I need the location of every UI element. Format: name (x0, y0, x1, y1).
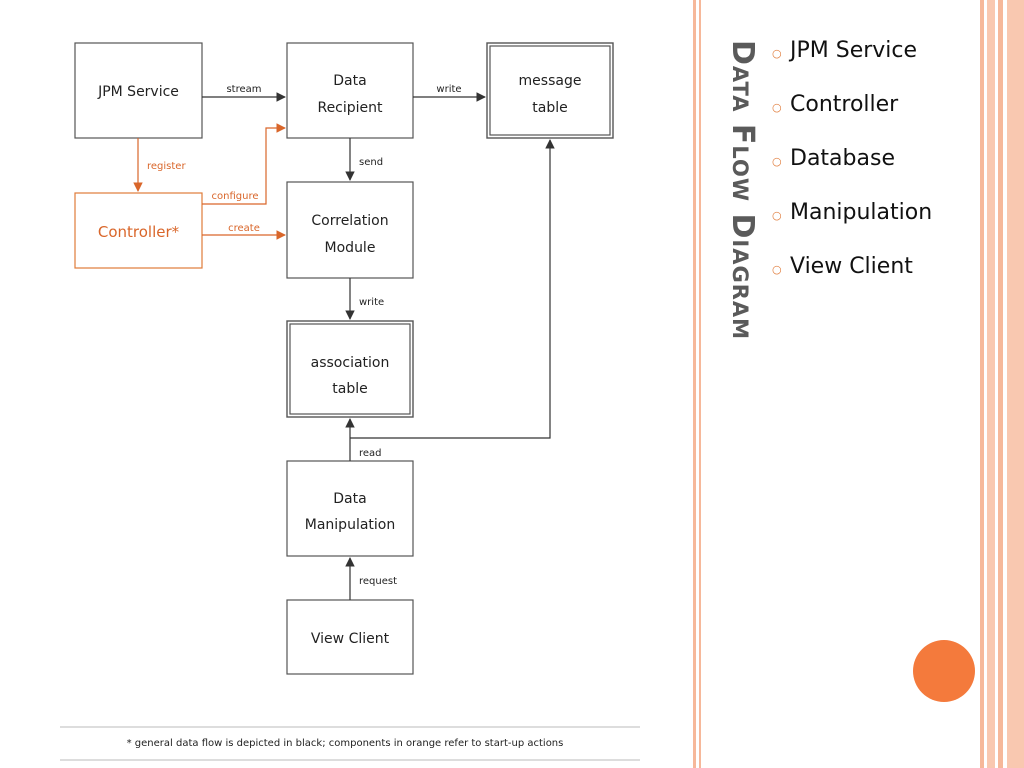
edge-write-message-label: write (436, 84, 461, 95)
edge-configure-label: configure (212, 191, 259, 202)
edge-configure: configure (202, 123, 286, 205)
node-correlation-module-label-line2: Module (325, 240, 376, 256)
node-view-client: View Client (286, 599, 414, 675)
slide-title: Data Flow Diagram (725, 40, 760, 341)
edge-write-association-label: write (359, 297, 384, 308)
circle-bullet-icon: ○ (772, 155, 782, 168)
decor-stripe (693, 0, 696, 768)
decor-stripe (987, 0, 995, 768)
edge-read-label: read (359, 448, 382, 459)
bullet-text: View Client (790, 254, 913, 279)
data-flow-diagram: JPM Service Data Recipient message table… (60, 42, 640, 761)
bullet-item: ○ Manipulation (772, 200, 932, 254)
node-data-manipulation-label-line2: Manipulation (305, 517, 395, 533)
node-data-manipulation: Data Manipulation (286, 460, 414, 557)
edge-read: read (345, 139, 555, 461)
node-data-recipient-label-line2: Recipient (317, 100, 383, 116)
node-message-table-label-line1: message (519, 73, 582, 89)
bullet-list: ○ JPM Service ○ Controller ○ Database ○ … (772, 38, 932, 308)
decor-orange-circle (913, 640, 975, 702)
circle-bullet-icon: ○ (772, 47, 782, 60)
footnote-text: * general data flow is depicted in black… (127, 738, 564, 749)
edge-write-association: write (345, 278, 384, 320)
circle-bullet-icon: ○ (772, 263, 782, 276)
node-association-table-label-line2: table (332, 381, 367, 397)
edge-send: send (345, 138, 383, 181)
bullet-item: ○ Controller (772, 92, 932, 146)
node-data-recipient: Data Recipient (286, 42, 414, 139)
node-jpm-service-label: JPM Service (97, 84, 179, 100)
bullet-item: ○ View Client (772, 254, 932, 308)
bullet-text: Manipulation (790, 200, 933, 225)
edge-write-message: write (413, 84, 486, 102)
circle-bullet-icon: ○ (772, 101, 782, 114)
node-message-table: message table (486, 42, 614, 139)
bullet-text: JPM Service (790, 38, 918, 63)
edge-register-label: register (147, 161, 186, 172)
circle-bullet-icon: ○ (772, 209, 782, 222)
decor-stripe (699, 0, 701, 768)
bullet-text: Database (790, 146, 895, 171)
bullet-text: Controller (790, 92, 899, 117)
footnote: * general data flow is depicted in black… (60, 726, 640, 761)
edge-stream: stream (202, 84, 286, 102)
edge-stream-label: stream (226, 84, 261, 95)
node-view-client-label: View Client (311, 631, 390, 647)
node-association-table-label-line1: association (311, 355, 390, 371)
bullet-item: ○ JPM Service (772, 38, 932, 92)
node-controller-label: Controller* (98, 223, 180, 241)
decor-stripe (1007, 0, 1024, 768)
edge-request-label: request (359, 576, 397, 587)
edge-register: register (133, 138, 186, 192)
node-jpm-service: JPM Service (74, 42, 203, 139)
node-correlation-module-label-line1: Correlation (311, 213, 388, 229)
node-correlation-module: Correlation Module (286, 181, 414, 279)
edge-create-label: create (228, 223, 260, 234)
decor-stripe (998, 0, 1003, 768)
node-controller: Controller* (74, 192, 203, 269)
bullet-item: ○ Database (772, 146, 932, 200)
decor-stripe (980, 0, 984, 768)
edge-request: request (345, 557, 397, 600)
edge-send-label: send (359, 157, 383, 168)
edge-create: create (202, 223, 286, 240)
node-message-table-label-line2: table (532, 100, 567, 116)
node-data-manipulation-label-line1: Data (333, 491, 366, 507)
node-association-table: association table (286, 320, 414, 418)
node-data-recipient-label-line1: Data (333, 73, 366, 89)
